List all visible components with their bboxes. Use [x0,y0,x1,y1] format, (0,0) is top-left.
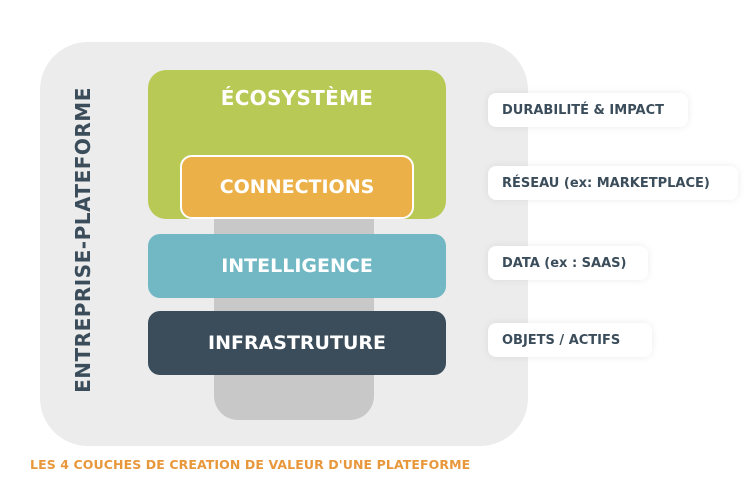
layer-intelligence-label: INTELLIGENCE [221,255,373,277]
side-label-text: RÉSEAU (ex: MARKETPLACE) [502,175,710,191]
side-label-text: DURABILITÉ & IMPACT [502,102,664,118]
layer-connections-label: CONNECTIONS [219,176,375,198]
side-label-data: DATA (ex : SAAS) [488,246,648,280]
layer-intelligence: INTELLIGENCE [148,234,446,298]
vertical-title: ENTREPRISE-PLATEFORME [71,87,96,393]
layer-ecosysteme-label: ÉCOSYSTÈME [220,86,374,110]
side-label-reseau: RÉSEAU (ex: MARKETPLACE) [488,166,738,200]
layer-infrastructure-label: INFRASTRUTURE [208,332,386,354]
side-label-text: DATA (ex : SAAS) [502,255,627,271]
vertical-title-box: ENTREPRISE-PLATEFORME [60,87,106,393]
side-label-durabilite: DURABILITÉ & IMPACT [488,93,688,127]
layer-infrastructure: INFRASTRUTURE [148,311,446,375]
central-spine [214,200,374,420]
layer-connections: CONNECTIONS [180,155,414,219]
diagram-caption: LES 4 COUCHES DE CREATION DE VALEUR D'UN… [30,457,471,472]
side-label-objets: OBJETS / ACTIFS [488,323,652,357]
side-label-text: OBJETS / ACTIFS [502,332,621,348]
